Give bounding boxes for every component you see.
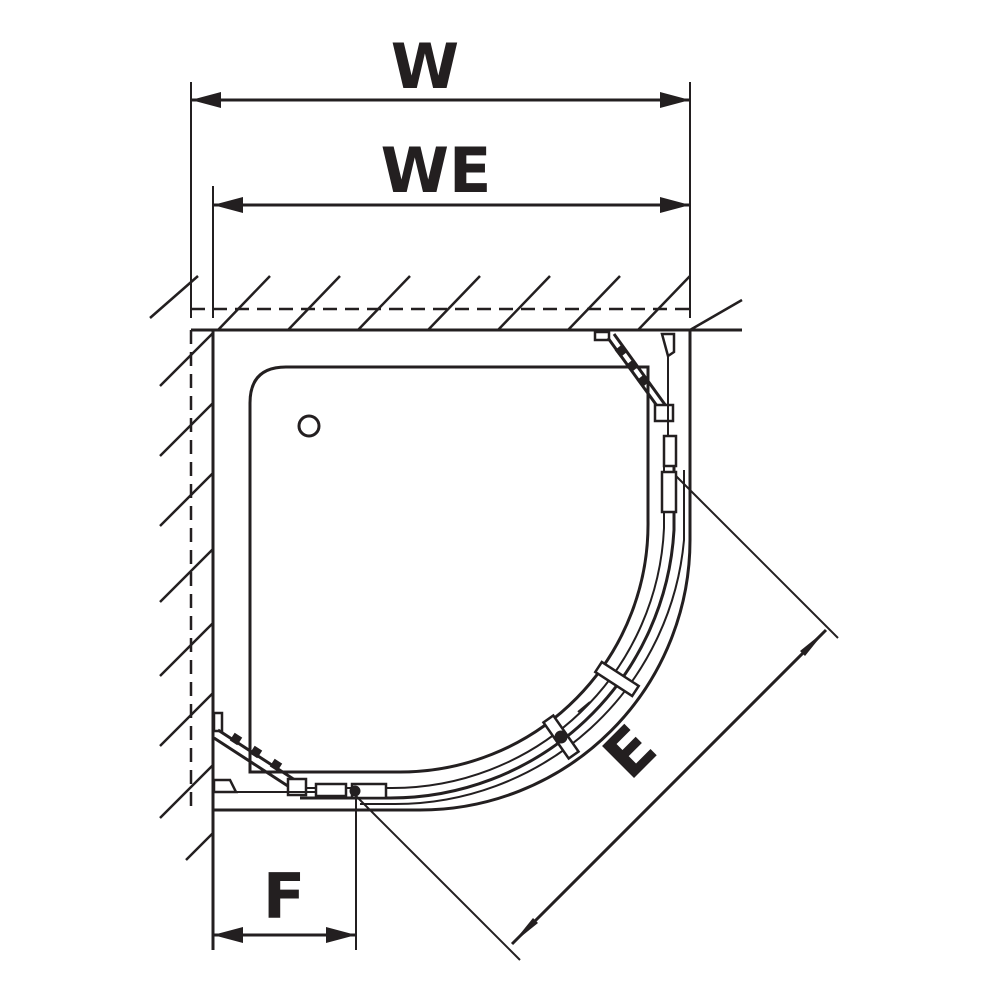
door-roller-lower [541, 713, 581, 761]
left-fixed-panel-glass-edge [213, 736, 295, 792]
top-wall-profile [660, 332, 676, 359]
top-wall [149, 275, 743, 332]
e-arrow-top [800, 630, 826, 656]
shower-tray-outer-edge [211, 328, 692, 812]
curved-door-glass-outer [300, 450, 676, 800]
e-label: E [589, 711, 671, 793]
dimension-e: E [355, 475, 839, 961]
w-arrow-left [191, 92, 221, 108]
top-door-magnet-strip [660, 470, 678, 514]
top-fixed-panel-glass [606, 337, 662, 411]
curved-door-glass-inner [300, 450, 665, 790]
top-right-fixed-panel [593, 330, 678, 514]
we-label: WE [381, 134, 492, 207]
top-wall-bracket [593, 330, 611, 342]
top-corner-connector [653, 403, 675, 423]
e-extension-top [675, 475, 839, 639]
e-arrow-bottom [512, 918, 538, 944]
f-arrow-left [213, 927, 243, 943]
we-arrow-right [660, 197, 690, 213]
bottom-left-fixed-panel [212, 711, 388, 800]
w-label: W [391, 30, 459, 103]
top-wall-hatching [149, 275, 743, 332]
door-roller-upper [593, 660, 641, 698]
shower-tray-basin [248, 365, 650, 774]
left-wall [159, 330, 215, 950]
bottom-wall-profile [212, 778, 239, 794]
w-arrow-right [660, 92, 690, 108]
we-arrow-left [213, 197, 243, 213]
f-arrow-right [326, 927, 356, 943]
left-wall-bracket [212, 711, 224, 733]
e-dimension-line [510, 628, 828, 946]
dimension-we: WE [212, 134, 690, 318]
curved-fixed-glass [360, 470, 685, 806]
roller-connector [577, 701, 591, 713]
drain-icon [297, 414, 321, 438]
e-extension-bottom [355, 795, 521, 961]
left-wall-hatching [159, 332, 214, 861]
dimension-f: F [213, 796, 357, 950]
dimension-w: W [190, 30, 691, 318]
top-door-handle [662, 434, 678, 468]
bottom-door-handle [314, 782, 348, 798]
f-label: F [263, 860, 305, 933]
